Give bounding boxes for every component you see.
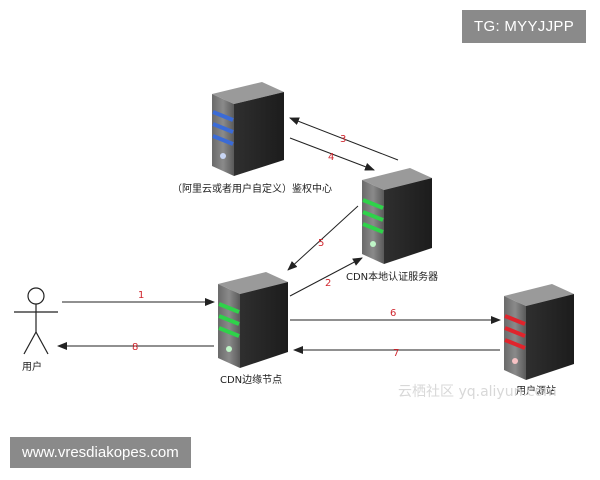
auth-center-server	[212, 82, 284, 176]
arrow-step-5	[287, 205, 359, 271]
step-number: 5	[318, 238, 324, 249]
step-number: 1	[138, 290, 144, 301]
server-led	[512, 358, 518, 364]
watermark-text: 云栖社区 yq.aliyun.com	[398, 384, 557, 400]
server-led	[220, 153, 226, 159]
server-led	[226, 346, 232, 352]
step-number: 4	[328, 152, 334, 163]
cdn-edge-server	[218, 272, 288, 368]
origin-server	[504, 284, 574, 380]
step-number: 2	[325, 278, 331, 289]
cdn-edge-label: CDN边缘节点	[220, 373, 282, 386]
step-number: 7	[393, 348, 399, 359]
site-url-badge: www.vresdiakopes.com	[10, 437, 191, 468]
origin-label: 用户源站	[516, 384, 556, 397]
user-figure-icon	[14, 287, 58, 355]
tg-tag-badge: TG: MYYJJPP	[462, 10, 586, 43]
auth-center-label: （阿里云或者用户自定义）鉴权中心	[172, 182, 332, 195]
local-auth-server	[362, 168, 432, 264]
arrow-step-3	[289, 117, 399, 161]
arrow-step-2	[289, 257, 363, 297]
step-number: 6	[390, 308, 396, 319]
step-number: 8	[132, 342, 138, 353]
server-led	[370, 241, 376, 247]
step-number: 3	[340, 134, 346, 145]
local-auth-label: CDN本地认证服务器	[346, 270, 438, 283]
arrow-step-4	[289, 137, 375, 171]
user-label: 用户	[22, 360, 42, 373]
